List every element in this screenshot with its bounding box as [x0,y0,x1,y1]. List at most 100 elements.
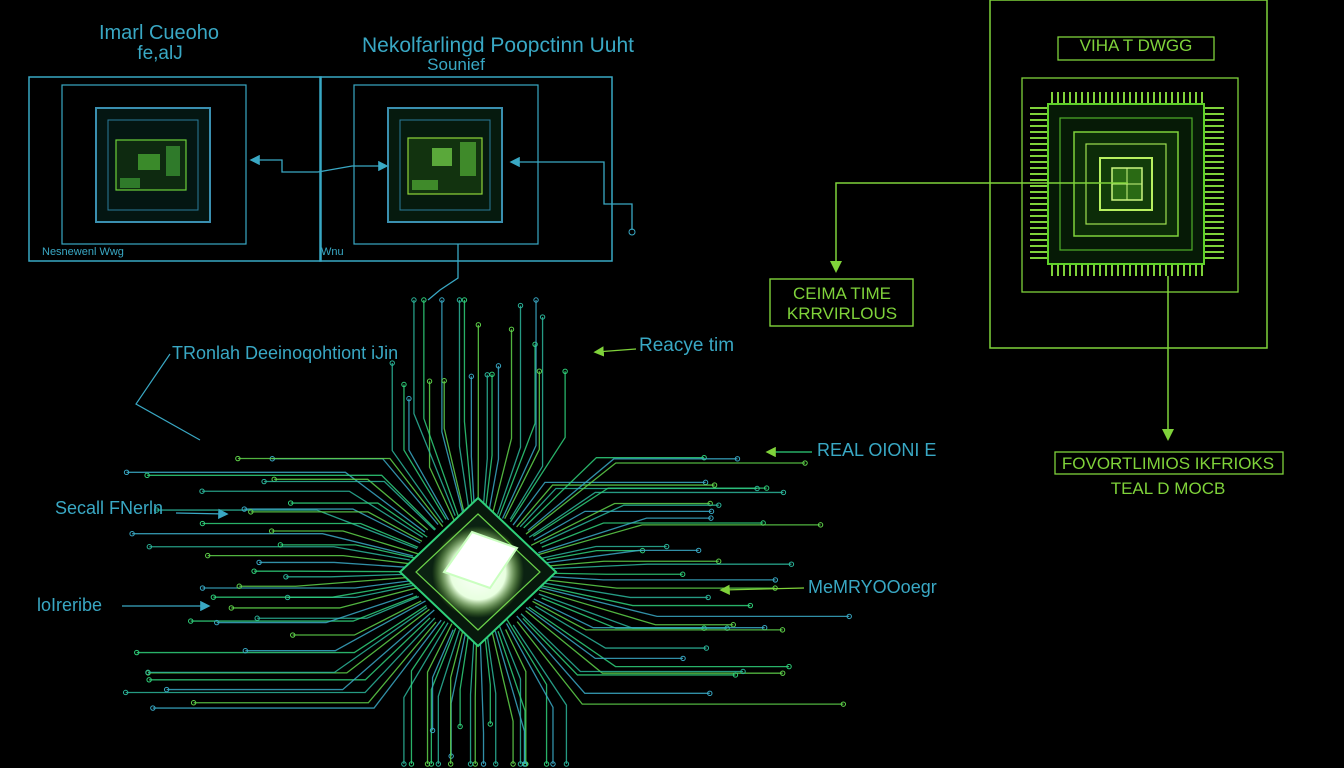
circuit-trace [546,549,643,561]
circuit-trace [539,589,734,626]
label-reactive: Reacye tim [639,335,735,356]
trace-terminal [510,761,516,767]
trace-terminal [456,297,463,303]
circuit-trace [509,317,544,520]
circuit-trace [290,502,428,538]
circuit-trace [149,546,410,561]
circuit-trace [136,605,427,654]
inner-frame-left [61,84,247,245]
circuit-trace [259,561,416,569]
circuit-trace [523,457,705,529]
trace-terminal [550,761,556,767]
pointer-serial [175,508,229,520]
trace-terminal [708,508,715,515]
caption-mid-frame: Wnu [321,246,344,258]
circuit-trace [528,606,790,668]
circuit-trace [525,462,806,535]
circuit-trace [537,581,709,599]
circuit-trace [274,478,429,531]
circuit-trace [516,615,710,694]
trace-terminal [144,472,150,479]
trace-terminal [242,647,249,654]
trace-terminal [747,602,754,609]
circuit-trace [470,376,476,516]
pointer-memory [719,584,805,596]
label-top-mid-subtitle: Sounief [427,55,485,74]
trace-terminal [210,594,217,600]
label-foro-line2: TEAL D MOCB [1110,479,1226,498]
trace-terminal [163,686,170,693]
circuit-trace [542,560,719,568]
trace-terminal [188,618,194,624]
trace-terminal [562,368,568,375]
trace-terminal [261,478,267,485]
trace-terminal [493,761,499,767]
circuit-trace [459,626,471,727]
circuit-trace [280,544,416,559]
circuit-trace [541,578,776,589]
trace-terminal [715,558,722,564]
circuit-trace [542,549,699,564]
outer-frame-right [989,0,1268,349]
circuit-trace [202,522,419,548]
circuit-trace [426,623,453,764]
trace-terminal [517,302,524,309]
trace-terminal [788,561,795,567]
circuit-trace [257,595,420,619]
trace-terminal [740,668,746,675]
trace-terminal [228,605,235,611]
circuit-trace [537,584,751,607]
trace-terminal [146,677,152,683]
trace-terminal [123,469,130,476]
trace-terminal [679,571,686,577]
trace-terminal [424,761,431,767]
trace-terminal [122,689,129,696]
trace-terminal [205,552,211,559]
trace-terminal [199,520,206,527]
trace-terminal [457,723,463,730]
chip-right [1030,92,1224,276]
trace-terminal [533,297,539,303]
trace-terminal [251,568,257,574]
circuit-trace [391,363,444,523]
circuit-trace [516,621,844,705]
circuit-trace [543,572,683,575]
circuit-trace [239,576,413,587]
circuit-trace [450,628,465,764]
circuit-trace [532,487,767,537]
pointer-reactive [593,346,637,357]
label-foro-line1: FOVORTLIMIOS IKFRIOKS [1061,454,1275,473]
trace-terminal [283,574,289,580]
trace-terminal [421,297,427,303]
circuit-trace [152,619,442,709]
trace-terminal [190,700,197,706]
trace-terminal [521,761,528,767]
circuit-trace [292,600,422,636]
circuit-trace [532,600,783,631]
trace-terminal [695,547,702,554]
trace-terminal [708,515,714,521]
chip-right-pins [1030,92,1224,276]
circuit-trace [539,504,719,545]
circuit-trace [126,471,426,533]
trace-terminal [563,761,570,767]
circuit-trace [254,570,411,573]
trace-terminal [707,690,713,697]
left-block-diagram [28,76,636,301]
trace-terminal [475,322,482,328]
circuit-trace [530,502,711,546]
trace-terminal [487,721,493,727]
trace-terminal [428,761,435,767]
circuit-trace [403,384,447,520]
label-right-title: VIHA T DWGG [1079,36,1193,55]
circuit-trace [486,633,497,764]
connector-cema [830,182,1128,273]
circuit-trace [147,607,428,674]
label-top-left-subtitle: fe,alJ [137,43,183,64]
trace-terminal [439,297,445,303]
trace-terminal [199,585,206,591]
trace-terminal [214,619,220,626]
circuit-trace [522,618,736,676]
label-top-mid-title: Nekolfarlingd Poopctinn Uuht [362,34,634,57]
